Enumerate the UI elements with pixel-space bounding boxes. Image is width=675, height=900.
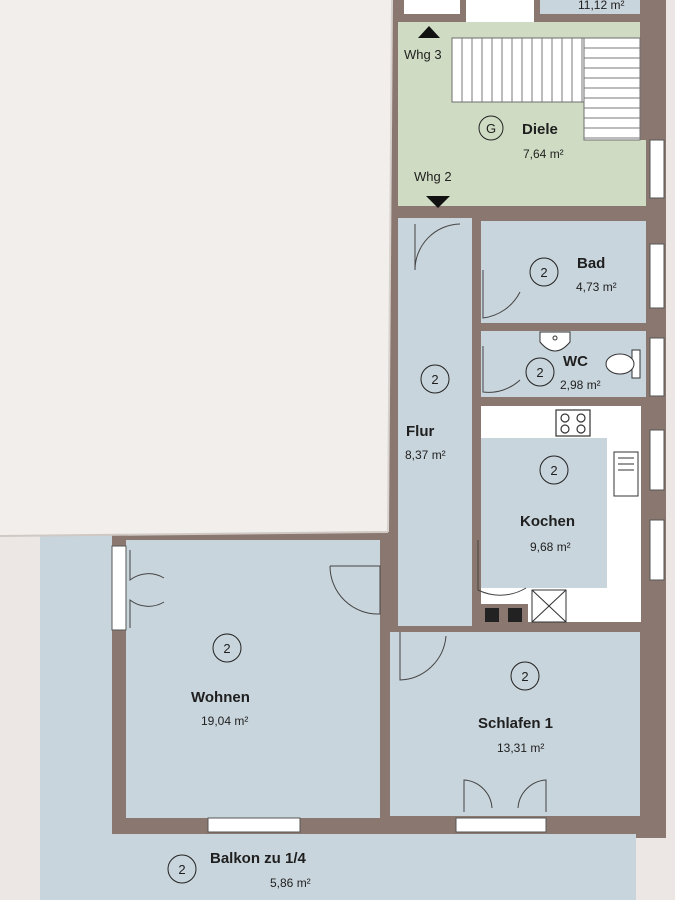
whg2-label: Whg 2 <box>414 169 452 184</box>
staircase <box>451 37 641 141</box>
room-balkon <box>40 834 636 900</box>
kochen-area: 9,68 m² <box>530 540 571 554</box>
room-kochen <box>481 438 607 588</box>
wc-area: 2,98 m² <box>560 378 601 392</box>
diele-area: 7,64 m² <box>523 147 564 161</box>
room-number-circles <box>167 115 569 884</box>
chimney <box>480 604 528 630</box>
windows <box>111 139 665 833</box>
wc-number: 2 <box>536 365 543 380</box>
paper-overlay <box>0 0 393 537</box>
whg2-arrow-icon <box>426 196 450 208</box>
balkon-area: 5,86 m² <box>270 876 311 890</box>
room-flur <box>398 218 472 626</box>
wc-name: WC <box>563 353 588 370</box>
balkon-name: Balkon zu 1/4 <box>210 850 307 867</box>
room-bad <box>481 221 646 323</box>
flur-number: 2 <box>431 372 438 387</box>
wohnen-number: 2 <box>223 641 230 656</box>
kitchen-sink <box>613 451 639 497</box>
bad-number: 2 <box>540 265 547 280</box>
flur-area: 8,37 m² <box>405 448 446 462</box>
diele-name: Diele <box>522 121 558 138</box>
wc-washbasin <box>539 331 571 352</box>
diele-number: G <box>486 121 496 136</box>
room-schlafen <box>390 632 640 816</box>
schlafen-name: Schlafen 1 <box>478 715 553 732</box>
stove <box>555 409 591 437</box>
top-partial-area: 11,12 m² <box>578 0 624 12</box>
toilet <box>605 349 641 379</box>
room-wohnen <box>126 540 380 818</box>
door-swings <box>129 223 547 812</box>
top-left-room <box>404 0 460 14</box>
stair-treads <box>461 38 640 139</box>
flur-name: Flur <box>406 423 434 440</box>
schlafen-number: 2 <box>521 669 528 684</box>
schlafen-area: 13,31 m² <box>497 741 544 755</box>
fridge <box>531 589 567 623</box>
balkon-number: 2 <box>178 862 185 877</box>
wohnen-area: 19,04 m² <box>201 714 248 728</box>
bad-name: Bad <box>577 255 605 272</box>
whg3-arrow-icon <box>418 26 440 38</box>
whg3-label: Whg 3 <box>404 47 442 62</box>
kochen-number: 2 <box>550 463 557 478</box>
top-storage <box>466 0 534 22</box>
bad-area: 4,73 m² <box>576 280 617 294</box>
kochen-name: Kochen <box>520 513 575 530</box>
wohnen-name: Wohnen <box>191 689 250 706</box>
room-top-partial <box>540 0 640 14</box>
